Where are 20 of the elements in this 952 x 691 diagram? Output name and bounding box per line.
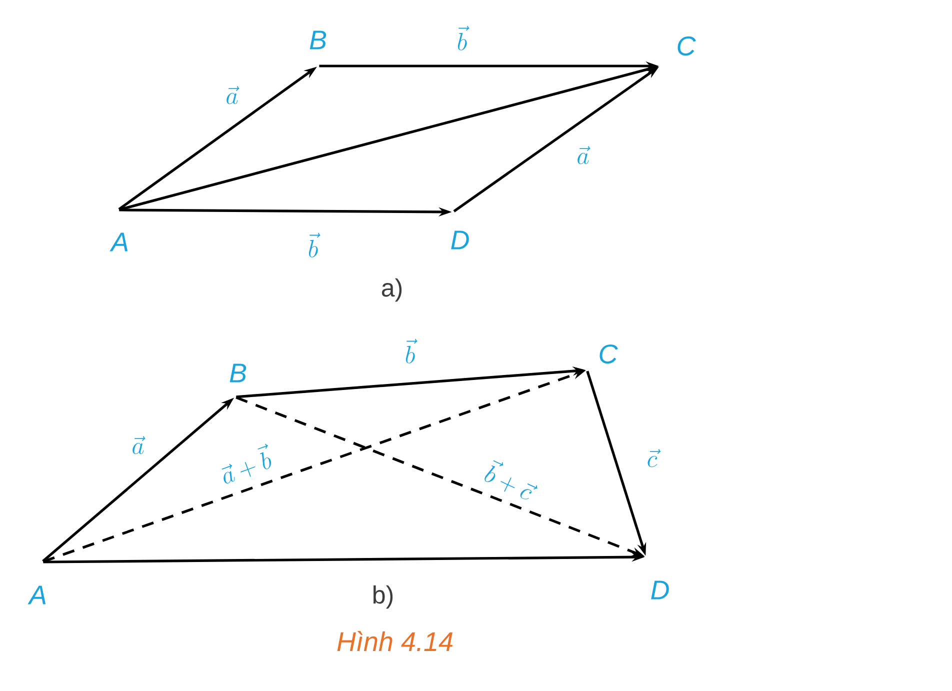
- vertex-label: B: [310, 30, 326, 50]
- vertex-label: A: [28, 586, 46, 604]
- panel-label: b): [374, 585, 393, 609]
- edge-label: $\vec{b}+\vec{c}$: [480, 456, 540, 504]
- vertex-label: D: [451, 230, 469, 250]
- edge-label: $\vec{b}$: [404, 338, 418, 364]
- vertex-label: B: [230, 364, 246, 382]
- vertex-label: C: [600, 344, 618, 364]
- edge-label: $\vec{a}+\vec{b}$: [214, 442, 276, 488]
- edge-label: $\vec{a}$: [224, 85, 240, 105]
- figure-caption: Hình 4.14: [337, 631, 452, 651]
- vertex-label: A: [110, 232, 128, 252]
- edge-label: $\vec{c}$: [646, 448, 661, 468]
- edge-label: $\vec{b}$: [456, 24, 470, 52]
- edge-label: $\vec{b}$: [306, 232, 320, 258]
- edge-label: $\vec{a}$: [576, 145, 590, 165]
- vertex-label: C: [678, 36, 696, 56]
- vertex-label: D: [651, 580, 669, 600]
- panel-label: a): [382, 278, 402, 302]
- edge-label: $\vec{a}$: [130, 435, 146, 455]
